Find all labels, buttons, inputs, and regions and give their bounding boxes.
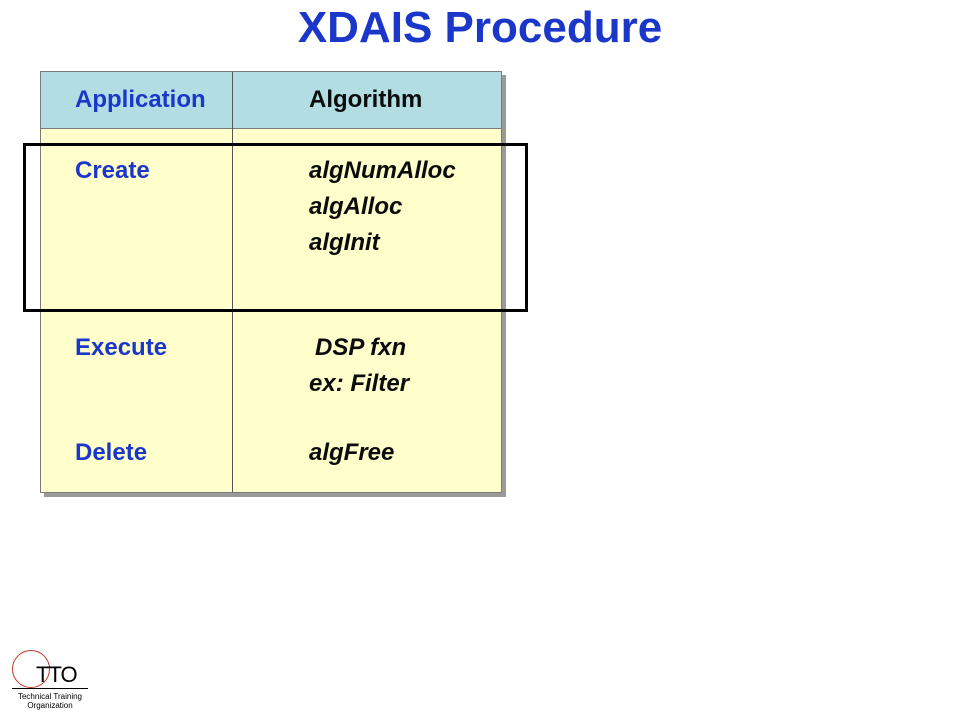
row-create-label: Create xyxy=(75,157,150,184)
header-application: Application xyxy=(75,86,206,113)
header-algorithm: Algorithm xyxy=(309,86,423,113)
create-highlight-box xyxy=(23,143,528,312)
table-header xyxy=(41,72,501,129)
create-alg-2: algAlloc xyxy=(309,193,403,220)
execute-alg-1: DSP fxn xyxy=(315,334,407,361)
logo-mark: TTO xyxy=(36,662,78,687)
logo-subtitle-line-2: Organization xyxy=(27,701,73,710)
page-title: XDAIS Procedure xyxy=(297,3,663,52)
tto-logo: TTO Technical Training Organization xyxy=(8,648,92,714)
execute-alg-2: ex: Filter xyxy=(309,370,410,397)
delete-alg-1: algFree xyxy=(309,439,395,466)
logo-underline xyxy=(12,688,88,689)
row-delete-label: Delete xyxy=(75,439,148,466)
row-execute-label: Execute xyxy=(75,334,168,361)
logo-subtitle: Technical Training Organization xyxy=(8,692,92,710)
procedure-table: Application Algorithm Create algNumAlloc… xyxy=(40,71,502,493)
logo-circle-icon xyxy=(12,650,50,688)
create-alg-3: algInit xyxy=(309,229,380,256)
create-alg-1: algNumAlloc xyxy=(309,157,456,184)
logo-subtitle-line-1: Technical Training xyxy=(17,692,83,701)
column-divider xyxy=(232,72,233,492)
